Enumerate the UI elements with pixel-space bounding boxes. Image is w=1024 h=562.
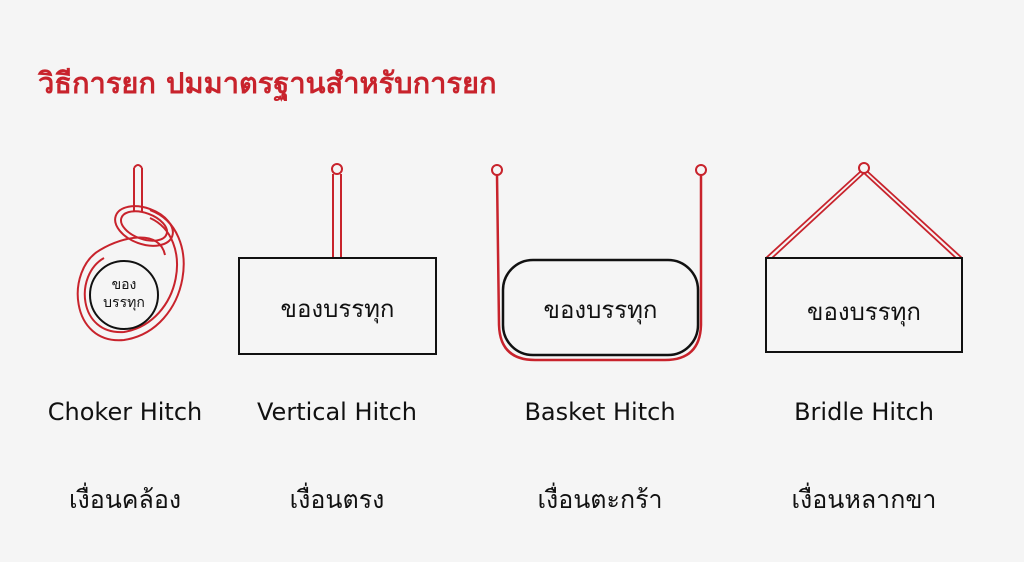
vertical-hitch-label: Vertical Hitch — [257, 398, 417, 426]
vertical-load-text: ของบรรทุก — [280, 295, 395, 323]
choker-load-line2: บรรทุก — [103, 295, 145, 311]
choker-hitch-thai-label: เงื่อนคล้อง — [68, 485, 182, 514]
bridle-load-text: ของบรรทุก — [807, 298, 921, 326]
basket-hitch-illustration — [491, 164, 707, 362]
basket-hitch-label: Basket Hitch — [524, 398, 676, 426]
choker-load-line1: ของ — [111, 277, 137, 293]
bridle-hitch-label: Bridle Hitch — [794, 398, 934, 426]
bridle-hitch-illustration — [765, 162, 963, 353]
page-title: วิธีการยก ปมมาตรฐานสำหรับการยก — [38, 66, 497, 100]
choker-hitch-label: Choker Hitch — [47, 398, 203, 426]
basket-hitch-thai-label: เงื่อนตะกร้า — [537, 485, 663, 514]
vertical-hitch-illustration — [238, 163, 437, 355]
choker-load-text: ของ บรรทุก — [84, 276, 164, 312]
basket-load-text: ของบรรทุก — [543, 296, 658, 324]
choker-hitch-illustration — [76, 164, 185, 342]
bridle-hitch-thai-label: เงื่อนหลากขา — [791, 485, 937, 514]
vertical-hitch-thai-label: เงื่อนตรง — [289, 485, 385, 514]
